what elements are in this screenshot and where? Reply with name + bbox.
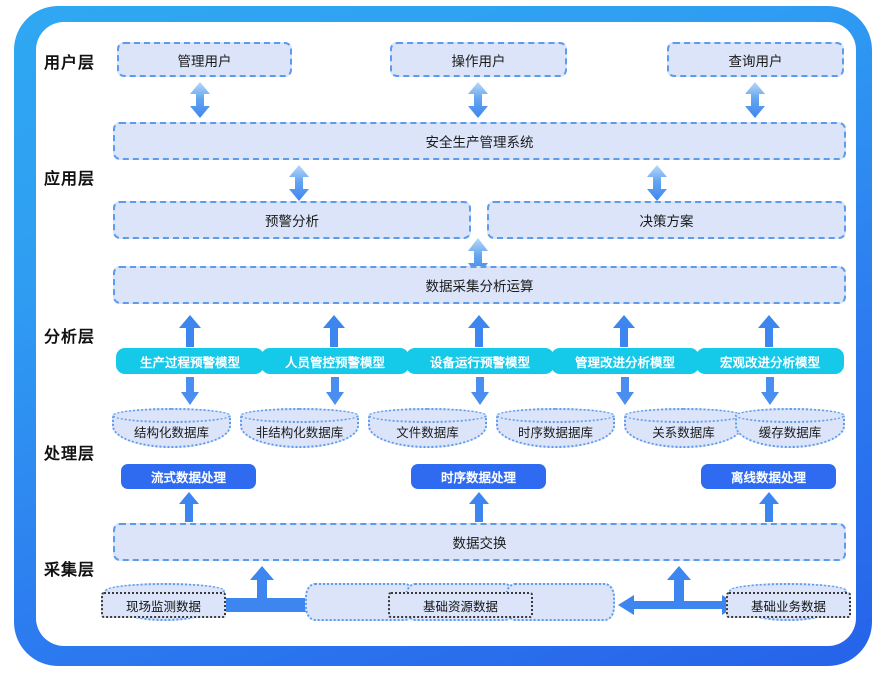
processor-box-stream[interactable]: 流式数据处理 [121,464,256,489]
source-label-resource[interactable]: 基础资源数据 [388,592,533,618]
processor-box-timeseries[interactable]: 时序数据处理 [411,464,546,489]
app-box-warning-analysis[interactable]: 预警分析 [113,201,471,239]
arrow-model-4-down [615,377,635,405]
app-box-compute[interactable]: 数据采集分析运算 [113,266,846,304]
layer-label-app: 应用层 [44,171,96,188]
db-cylinder-structured[interactable]: 结构化数据库 [112,408,231,448]
processor-box-offline[interactable]: 离线数据处理 [701,464,836,489]
user-box-operator[interactable]: 操作用户 [390,42,567,77]
db-cylinder-cache[interactable]: 缓存数据库 [735,408,845,448]
arrow-model-3-up [467,315,491,347]
db-cylinder-top [496,408,615,423]
db-cylinder-unstructured[interactable]: 非结构化数据库 [240,408,359,448]
db-cylinder-file[interactable]: 文件数据库 [368,408,487,448]
arrow-exchange-stream [178,492,200,522]
collection-box-exchange[interactable]: 数据交换 [113,523,846,561]
arrow-middle-right-bidirectional [618,592,738,618]
db-label-unstructured: 非结构化数据库 [255,426,344,440]
source-label-business[interactable]: 基础业务数据 [726,592,851,618]
arrow-model-3-down [470,377,490,405]
arrow-system-decision [646,165,668,201]
arrow-operator-system [467,82,489,118]
model-box-management[interactable]: 管理改进分析模型 [551,348,699,374]
db-label-relational: 关系数据库 [652,426,715,440]
arrow-system-warning [288,165,310,201]
arrow-model-1-up [178,315,202,347]
db-cylinder-top [368,408,487,423]
arrow-model-5-down [760,377,780,405]
arrow-model-4-up [612,315,636,347]
arrow-model-5-up [757,315,781,347]
db-cylinder-timeseries[interactable]: 时序数据据库 [496,408,615,448]
model-box-personnel[interactable]: 人员管控预警模型 [261,348,409,374]
layer-label-processing: 处理层 [44,446,96,463]
arrow-exchange-timeseries [468,492,490,522]
db-label-file: 文件数据库 [396,426,459,440]
layer-label-analysis: 分析层 [44,329,96,346]
db-label-timeseries: 时序数据据库 [517,426,593,440]
db-label-structured: 结构化数据库 [133,426,209,440]
arrow-model-1-down [180,377,200,405]
layer-label-user: 用户层 [44,55,96,72]
source-label-field[interactable]: 现场监测数据 [101,592,226,618]
arrow-query-system [744,82,766,118]
user-box-query[interactable]: 查询用户 [667,42,844,77]
model-box-equipment[interactable]: 设备运行预警模型 [406,348,554,374]
connector-bar-left [215,598,315,612]
db-cylinder-top [240,408,359,423]
app-box-decision-plan[interactable]: 决策方案 [487,201,846,239]
arrow-exchange-offline [758,492,780,522]
user-box-admin[interactable]: 管理用户 [117,42,292,77]
db-label-cache: 缓存数据库 [758,426,822,440]
arrow-model-2-down [325,377,345,405]
db-cylinder-top [735,408,845,423]
arrow-model-2-up [322,315,346,347]
arrow-admin-system [189,82,211,118]
db-cylinder-top [112,408,231,423]
model-box-production[interactable]: 生产过程预警模型 [116,348,264,374]
model-box-macro[interactable]: 宏观改进分析模型 [696,348,844,374]
app-box-system[interactable]: 安全生产管理系统 [113,122,846,160]
db-cylinder-relational[interactable]: 关系数据库 [624,408,743,448]
arrow-source-right-up [666,566,692,606]
arrow-source-left-up [249,566,275,606]
layer-label-collection: 采集层 [44,562,96,579]
